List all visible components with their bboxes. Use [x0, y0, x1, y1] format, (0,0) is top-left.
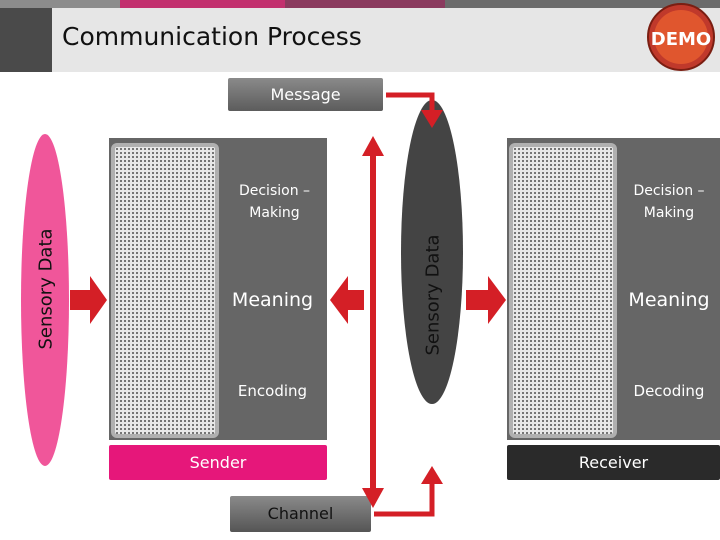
right-arrow-shaft [466, 290, 490, 310]
channel-box: Channel [230, 496, 371, 532]
header-bar [0, 8, 720, 72]
channel-connector-line [374, 482, 435, 517]
receiver-screen-image [509, 143, 617, 438]
receiver-decoding-text: Decoding [633, 382, 705, 400]
message-connector-line [386, 92, 435, 112]
left-arrow-shaft [70, 290, 92, 310]
center-sensory-label: Sensory Data [422, 234, 444, 356]
receiver-label: Receiver [507, 445, 720, 480]
sender-decision-text: Decision – Making [238, 183, 311, 221]
header-dark-block [0, 8, 52, 72]
center-left-arrow-head [330, 276, 348, 324]
channel-arrow-down [362, 488, 384, 508]
message-box: Message [228, 78, 383, 111]
left-sensory-oval [21, 134, 69, 466]
receiver-meaning-text: Meaning [628, 289, 710, 311]
message-arrowhead [421, 110, 443, 128]
left-sensory-label: Sensory Data [35, 228, 57, 350]
center-left-arrow-shaft [346, 290, 364, 310]
sender-label: Sender [109, 445, 327, 480]
sender-screen-image [111, 143, 219, 438]
sender-meaning-text: Meaning [231, 289, 314, 311]
center-sensory-oval [401, 100, 463, 404]
receiver-decision-text: Decision – Making [633, 183, 705, 221]
page-title: Communication Process [62, 22, 362, 51]
sender-encoding-text: Encoding [237, 382, 308, 400]
right-arrow-head [488, 276, 506, 324]
demo-badge-logo: DEMO [647, 3, 715, 71]
channel-connector-arrowhead [421, 466, 443, 484]
left-arrow-head [90, 276, 107, 324]
badge-text: DEMO [651, 29, 711, 50]
channel-arrow-up [362, 136, 384, 156]
top-color-strip [0, 0, 720, 8]
